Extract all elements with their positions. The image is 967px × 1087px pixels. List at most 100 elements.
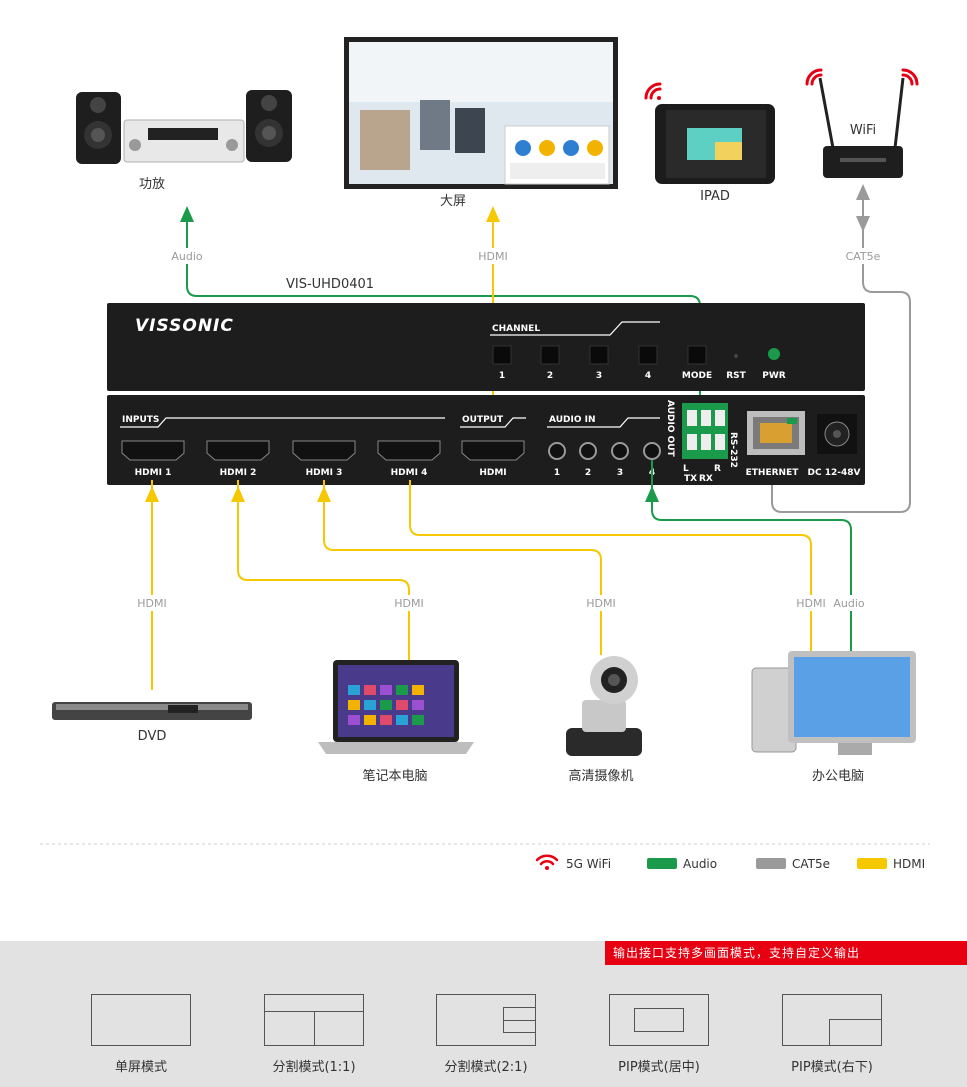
channel-label-3: 3: [596, 371, 602, 381]
hdmi-port-4[interactable]: [377, 440, 441, 461]
channel-buttons: [492, 345, 707, 365]
camera-device: [566, 656, 642, 756]
router-wifi-icon-right: [901, 68, 919, 86]
hdmi-arrow-up: [486, 206, 500, 222]
dc-label: DC 12-48V: [808, 468, 861, 478]
terminal-rx-label: RX: [699, 474, 713, 484]
audio-arrow-up: [180, 206, 194, 222]
pc-device: [751, 651, 916, 755]
dc-power-port[interactable]: [817, 414, 857, 454]
mode-single: 单屏模式: [86, 994, 196, 1075]
legend-audio-swatch: [647, 858, 677, 869]
mode-pip-center-label: PIP模式(居中): [618, 1060, 700, 1075]
cat5e-line-label: CAT5e: [846, 250, 881, 263]
hdmi-output-label: HDMI: [479, 468, 506, 478]
channel-label-2: 2: [547, 371, 553, 381]
audio-jack-1-label: 1: [554, 468, 560, 478]
ipad-wifi-icon: [644, 82, 662, 100]
dvd-label: DVD: [138, 729, 167, 744]
channel-label: CHANNEL: [492, 324, 540, 334]
rst-button[interactable]: [734, 354, 738, 358]
hdmi-port-2[interactable]: [206, 440, 270, 461]
audio-jack-3-label: 3: [617, 468, 623, 478]
cat5e-line: [771, 188, 911, 513]
mode-button[interactable]: [687, 345, 707, 365]
camera-label: 高清摄像机: [568, 768, 633, 784]
audio-jack-4[interactable]: [643, 442, 661, 460]
dvd-hdmi-label: HDMI: [137, 597, 166, 610]
router-wifi-icon-left: [805, 68, 823, 86]
hdmi-input-lines: [151, 480, 812, 690]
legend-audio: Audio: [683, 857, 717, 871]
hdmi-output-port[interactable]: [461, 440, 525, 461]
hdmi-port-1-label: HDMI 1: [135, 468, 172, 478]
mode-split-2-1: 分割模式(2:1): [431, 994, 541, 1075]
big-screen-device: [344, 37, 618, 189]
mode-pip-center-icon: [609, 994, 709, 1046]
terminal-l-label: L: [683, 464, 689, 474]
terminal-block[interactable]: [682, 403, 728, 459]
inputs-label: INPUTS: [122, 415, 159, 425]
modes-banner: 输出接口支持多画面模式，支持自定义输出: [605, 941, 967, 965]
ethernet-port[interactable]: [747, 411, 805, 455]
audio-out-label: AUDIO OUT: [665, 400, 675, 458]
mode-split-1-1: 分割模式(1:1): [259, 994, 369, 1075]
audio-line-label: Audio: [171, 250, 203, 263]
camera-hdmi-label: HDMI: [586, 597, 615, 610]
connection-diagram: 功放 大屏 IPAD: [40, 37, 930, 871]
rst-label: RST: [726, 371, 746, 381]
mode-single-icon: [91, 994, 191, 1046]
channel-button-1[interactable]: [492, 345, 512, 365]
screen-label: 大屏: [440, 194, 466, 209]
audio-jack-2[interactable]: [579, 442, 597, 460]
cat5e-arrow-up: [856, 184, 870, 200]
mode-single-label: 单屏模式: [114, 1060, 167, 1075]
front-panel: VISSONIC CHANNEL 1 2 3 4 MODE RST PWR: [107, 303, 865, 391]
mode-pip-center: PIP模式(居中): [604, 994, 714, 1075]
output-label: OUTPUT: [462, 415, 504, 425]
pc-audio-label: Audio: [833, 597, 865, 610]
legend-hdmi: HDMI: [893, 857, 925, 871]
legend-hdmi-swatch: [857, 858, 887, 869]
hdmi-port-2-label: HDMI 2: [220, 468, 257, 478]
legend-wifi: 5G WiFi: [566, 857, 611, 871]
ipad-device: [655, 104, 775, 184]
hdmi-port-3[interactable]: [292, 440, 356, 461]
audio-jack-1[interactable]: [548, 442, 566, 460]
mode-split-2-1-label: 分割模式(2:1): [444, 1060, 528, 1075]
cat5e-arrow-down: [856, 216, 870, 232]
wifi-legend-icon: [535, 854, 559, 870]
legend-cat5e-swatch: [756, 858, 786, 869]
audio-jack-2-label: 2: [585, 468, 591, 478]
rs232-label: RS-232: [728, 432, 738, 468]
hdmi-input-ports: [121, 440, 525, 461]
rear-panel: INPUTS OUTPUT AUDIO IN HDMI 1 HDMI 2 HDM…: [107, 395, 865, 485]
audio-out-line: [186, 210, 701, 410]
mode-split-1-1-label: 分割模式(1:1): [272, 1060, 356, 1075]
display-modes-section: 输出接口支持多画面模式，支持自定义输出 单屏模式 分割模式(1:1) 分割模式(…: [0, 941, 967, 1087]
hdmi-port-1[interactable]: [121, 440, 185, 461]
brand-logo: VISSONIC: [135, 316, 234, 336]
pc-audio-line: [651, 460, 852, 655]
pwr-label: PWR: [762, 371, 786, 381]
channel-button-4[interactable]: [638, 345, 658, 365]
channel-label-4: 4: [645, 371, 651, 381]
hdmi-input-arrows: [145, 486, 331, 502]
terminal-tx-label: TX: [684, 474, 697, 484]
mode-pip-bottom-right-label: PIP模式(右下): [791, 1060, 873, 1075]
laptop-device: [318, 660, 474, 754]
mode-pip-bottom-right-icon: [782, 994, 882, 1046]
channel-button-2[interactable]: [540, 345, 560, 365]
ipad-label: IPAD: [700, 189, 730, 204]
mode-split-1-1-icon: [264, 994, 364, 1046]
pc-audio-arrow: [645, 486, 659, 502]
router-device: [818, 77, 905, 178]
model-name: VIS-UHD0401: [286, 277, 374, 292]
channel-button-3[interactable]: [589, 345, 609, 365]
mode-split-2-1-icon: [436, 994, 536, 1046]
hdmi-port-4-label: HDMI 4: [391, 468, 428, 478]
audio-jack-3[interactable]: [611, 442, 629, 460]
ethernet-label: ETHERNET: [746, 468, 800, 478]
laptop-label: 笔记本电脑: [362, 768, 427, 784]
amplifier-label: 功放: [139, 177, 165, 192]
